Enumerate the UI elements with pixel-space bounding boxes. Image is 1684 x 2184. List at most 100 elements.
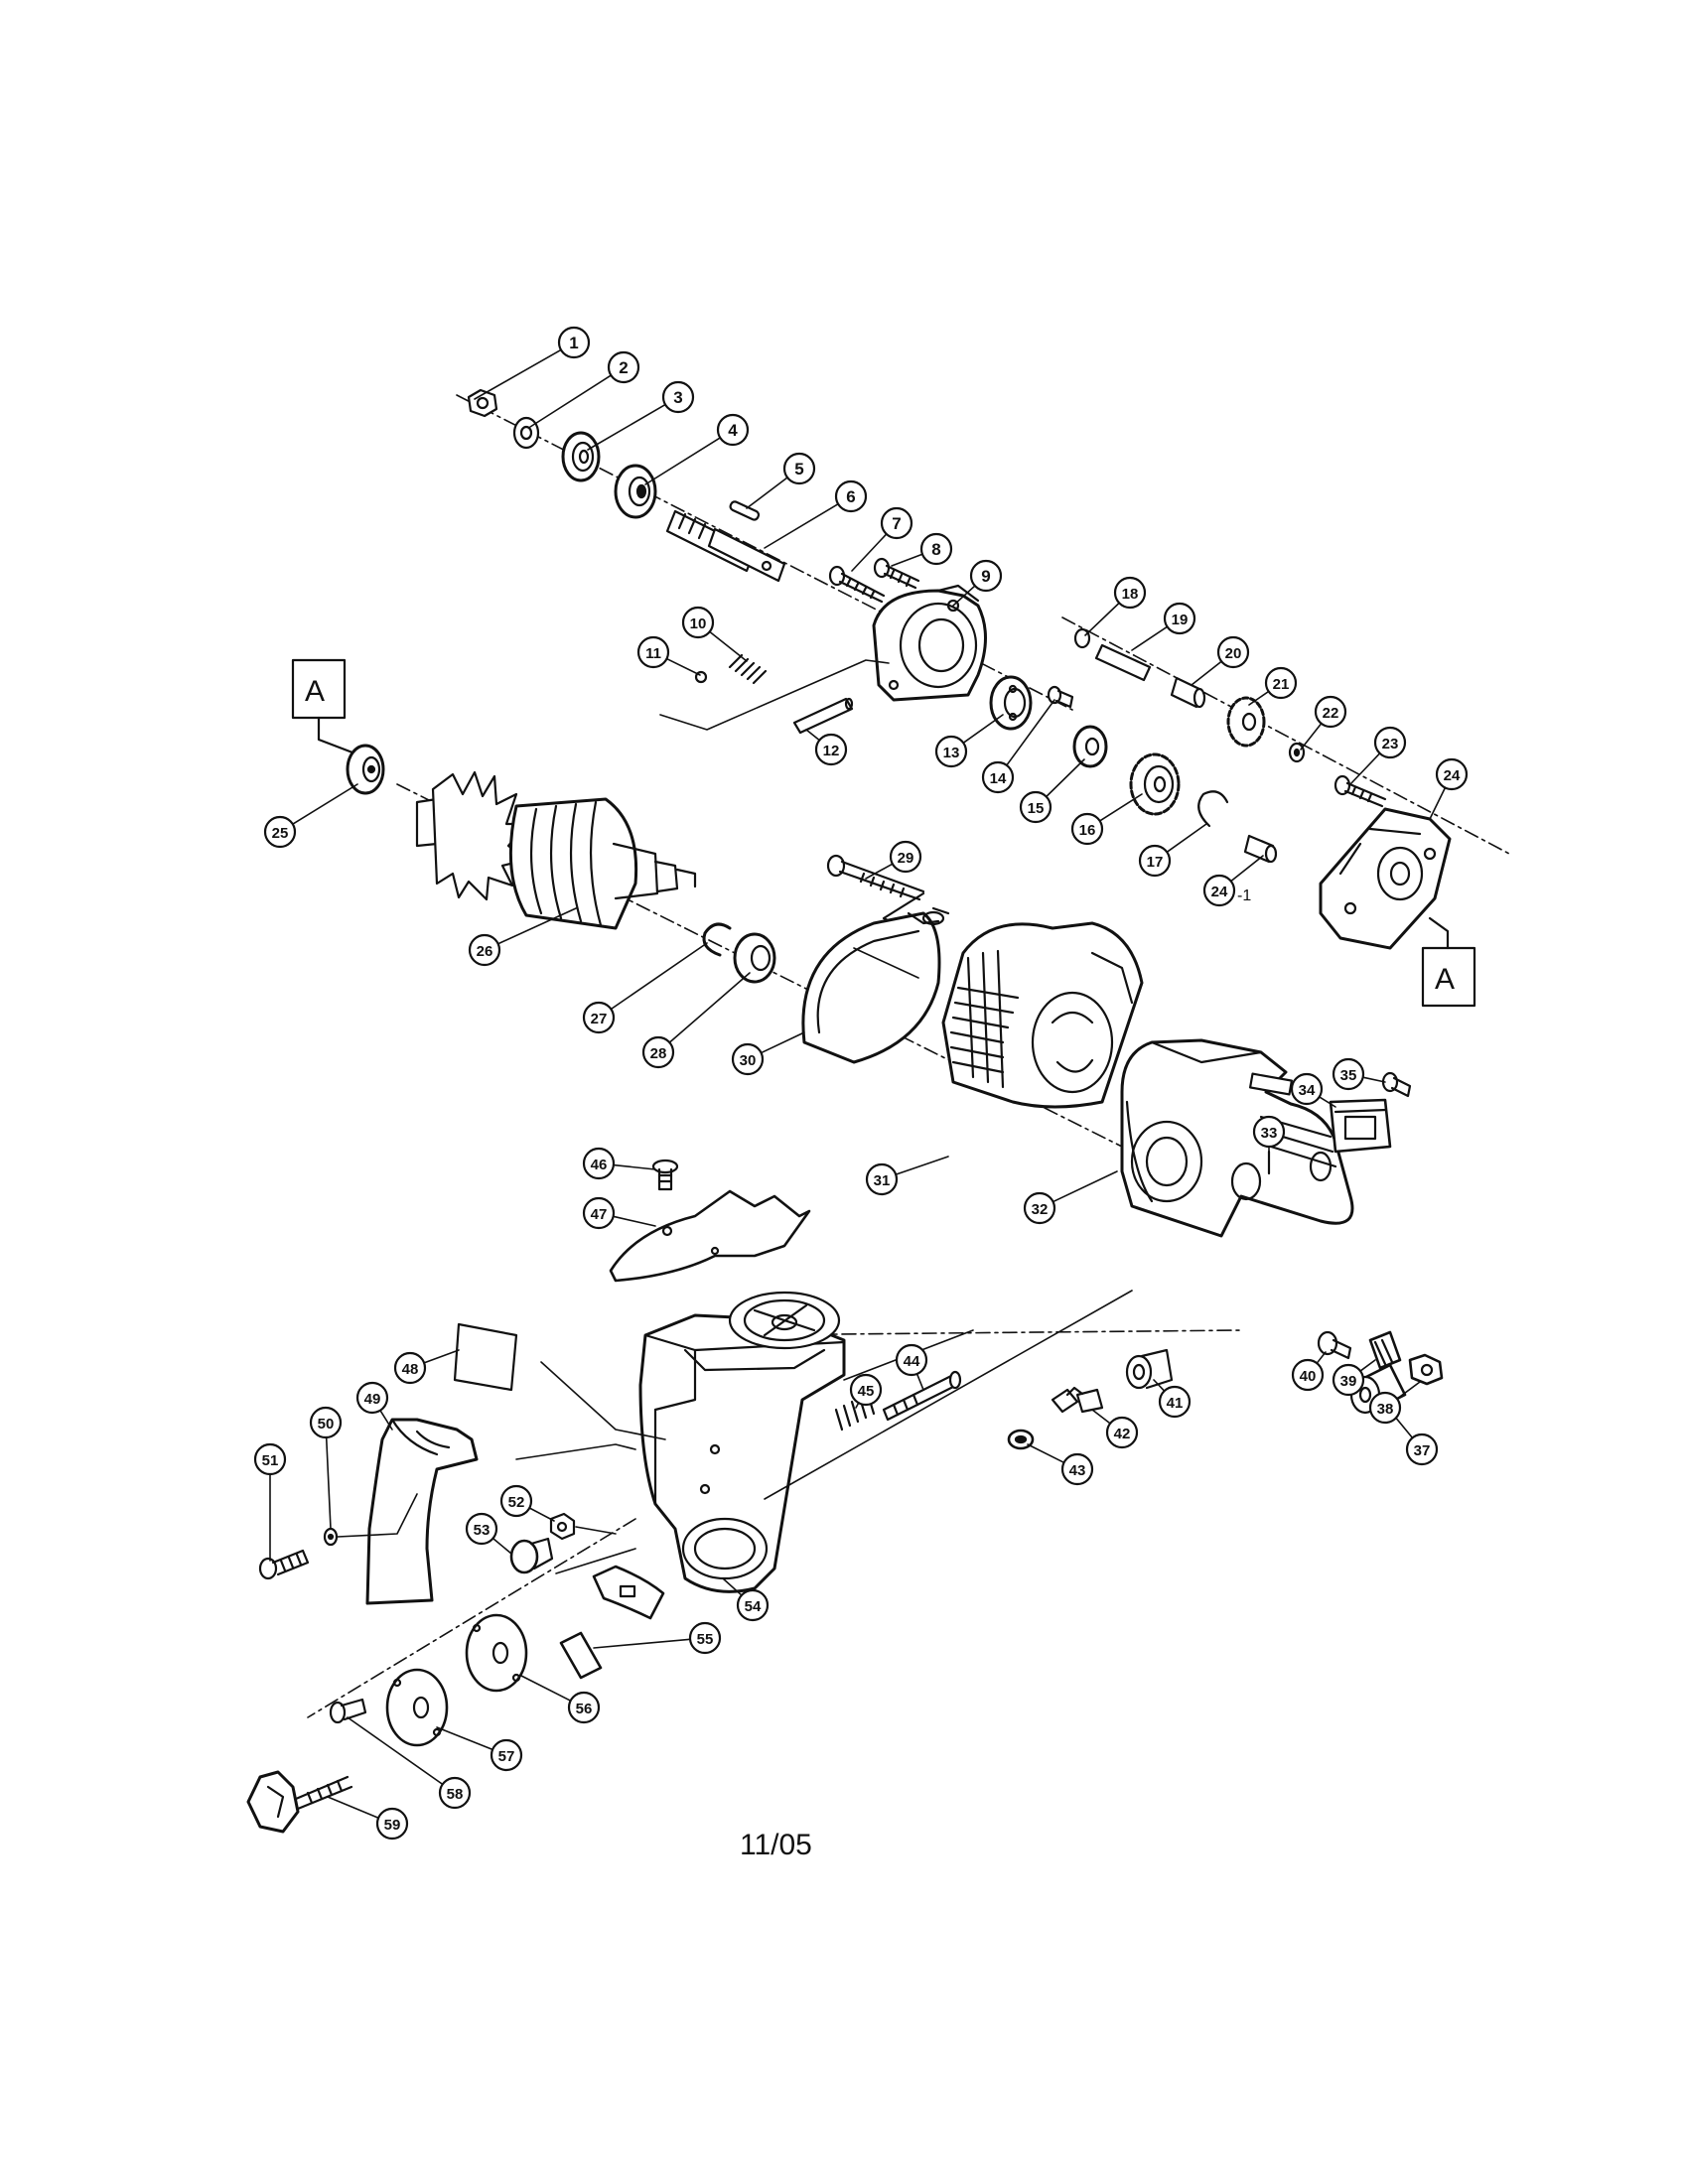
leader-line xyxy=(1248,690,1270,706)
part-12-pin xyxy=(792,697,854,735)
callout-number: 25 xyxy=(272,825,289,842)
callout-bubble xyxy=(490,1738,523,1772)
part-25-bearing xyxy=(346,744,385,795)
leader-line xyxy=(1091,1409,1111,1425)
part-10-spring xyxy=(728,653,768,685)
callout-bubble xyxy=(393,1351,427,1385)
callout-bubble xyxy=(814,733,848,766)
leader-line xyxy=(1361,1076,1386,1083)
leader-line xyxy=(1300,722,1323,751)
callout-27: 27 xyxy=(582,942,708,1034)
callout-number: 3 xyxy=(673,388,682,407)
leader-line xyxy=(327,1796,379,1820)
callout-number: 47 xyxy=(591,1206,608,1223)
callout-2: 2 xyxy=(529,350,640,428)
callout-number: 9 xyxy=(981,567,990,586)
leader-line xyxy=(474,348,562,400)
callout-bubble xyxy=(309,1406,343,1439)
callout-number: 55 xyxy=(697,1631,714,1648)
callout-3: 3 xyxy=(587,380,695,451)
callout-number: 7 xyxy=(892,514,901,533)
callout-bubble xyxy=(681,606,715,639)
callout-bubble xyxy=(1202,874,1236,907)
callout-bubble xyxy=(919,532,953,566)
callout-51: 51 xyxy=(253,1442,287,1562)
callout-bubble xyxy=(1019,790,1052,824)
callout-number: 31 xyxy=(874,1172,891,1189)
callout-suffix: -1 xyxy=(1237,887,1251,904)
part-54-base-housing xyxy=(638,1291,846,1593)
callout-number: 13 xyxy=(943,745,960,761)
leader-line xyxy=(613,1163,656,1170)
callout-number: 18 xyxy=(1122,586,1139,603)
part-31-stator xyxy=(941,921,1144,1109)
callout-24-1: 24 -1 xyxy=(1202,855,1264,907)
callout-44: 44 xyxy=(895,1343,928,1391)
leader-line xyxy=(612,1215,656,1227)
callout-7: 7 xyxy=(851,506,913,572)
callout-20: 20 xyxy=(1191,635,1250,686)
callout-number: 54 xyxy=(745,1598,762,1615)
callout-bubble xyxy=(1290,1072,1324,1106)
part-59-lock-knob xyxy=(246,1770,353,1834)
callout-25: 25 xyxy=(263,783,358,849)
part-7-screw xyxy=(828,565,886,604)
callout-42: 42 xyxy=(1091,1409,1139,1449)
callout-number: 50 xyxy=(318,1416,335,1433)
callout-bubble xyxy=(731,1042,765,1076)
callout-number: 5 xyxy=(794,460,803,478)
leader-line xyxy=(805,729,821,742)
callout-9: 9 xyxy=(952,559,1003,607)
callout-1: 1 xyxy=(474,326,591,400)
callout-number: 24 xyxy=(1211,884,1228,900)
callout-number: 53 xyxy=(474,1522,491,1539)
part-18-washer xyxy=(1073,627,1091,649)
callout-number: 45 xyxy=(858,1383,875,1400)
callout-number: 56 xyxy=(576,1701,593,1717)
callout-number: 29 xyxy=(898,850,914,867)
leader-line xyxy=(1429,786,1447,820)
callout-bubble xyxy=(849,1373,883,1407)
callout-bubble xyxy=(865,1162,899,1196)
callout-number: 27 xyxy=(591,1011,608,1027)
callout-bubble xyxy=(468,933,501,967)
callout-bubble xyxy=(375,1807,409,1841)
callout-number: 11 xyxy=(645,645,661,662)
callout-number: 6 xyxy=(846,487,855,506)
section-marker-a-left: A xyxy=(291,658,354,754)
leader-line xyxy=(1166,823,1207,854)
callout-4: 4 xyxy=(644,413,750,485)
part-13-bearing xyxy=(989,675,1033,731)
part-51-screw xyxy=(258,1549,310,1580)
callout-bubble xyxy=(641,1035,675,1069)
callout-number: 16 xyxy=(1079,822,1096,839)
callout-number: 23 xyxy=(1382,736,1399,752)
callout-number: 10 xyxy=(690,615,707,632)
part-39-brush-cap xyxy=(1368,1330,1402,1370)
callout-number: 57 xyxy=(498,1748,515,1765)
leader-line xyxy=(865,863,894,880)
callout-bubble xyxy=(895,1343,928,1377)
callout-number: 38 xyxy=(1377,1401,1394,1418)
callout-bubble xyxy=(1435,757,1469,791)
leader-line xyxy=(325,1436,332,1530)
callout-bubble xyxy=(889,840,922,874)
part-30-baffle xyxy=(801,906,950,1064)
part-45-spring xyxy=(834,1392,876,1432)
leader-line xyxy=(496,907,577,945)
leader-line xyxy=(746,477,788,509)
callout-bubble xyxy=(1368,1391,1402,1425)
callout-26: 26 xyxy=(468,907,577,967)
leader-line xyxy=(891,553,923,567)
leader-line xyxy=(1349,752,1381,785)
callout-41: 41 xyxy=(1153,1379,1192,1419)
callout-number: 20 xyxy=(1225,645,1242,662)
callout-number: 46 xyxy=(591,1157,608,1173)
leader-line xyxy=(291,783,358,825)
part-47-plate xyxy=(609,1189,811,1283)
callout-bubble xyxy=(1405,1433,1439,1466)
callout-bubble xyxy=(834,479,868,513)
leader-line xyxy=(423,1349,460,1364)
callout-bubble xyxy=(1138,844,1172,878)
